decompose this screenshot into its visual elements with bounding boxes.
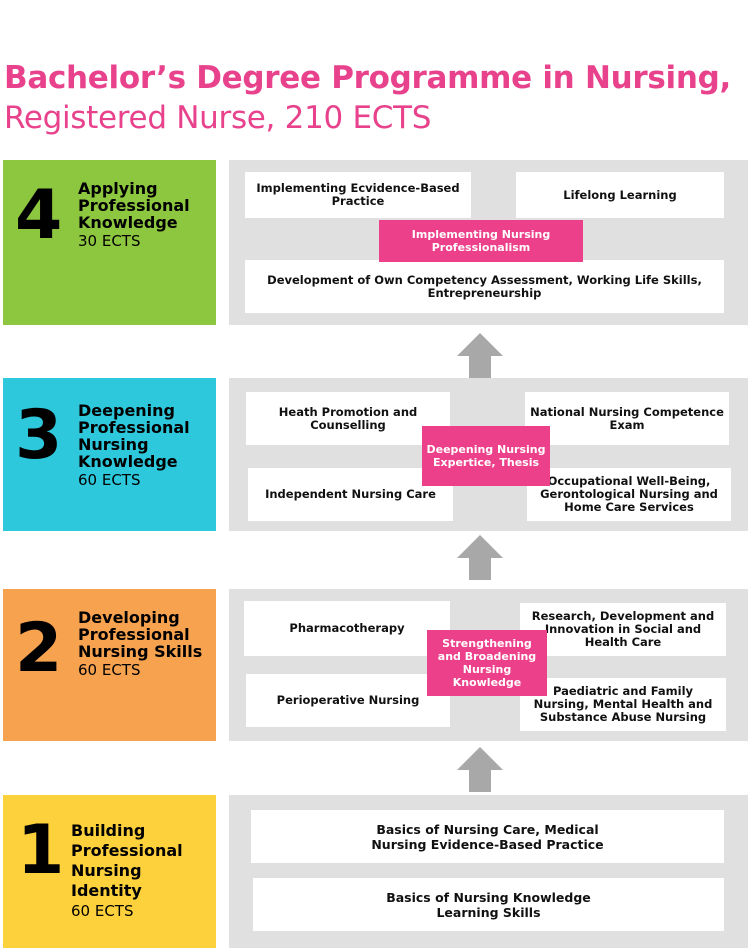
stage-2-core: Strengthening and Broadening Nursing Kno… bbox=[427, 630, 547, 696]
stage-1-panel: Basics of Nursing Care, Medical Nursing … bbox=[229, 795, 748, 948]
stage-4-panel: Implementing Ecvidence-Based Practice Li… bbox=[229, 160, 748, 325]
stage-2-course-4: Paediatric and Family Nursing, Mental He… bbox=[520, 678, 726, 731]
stage-1-name: Building Professional Nursing Identity bbox=[71, 821, 183, 900]
page-title: Bachelor’s Degree Programme in Nursing, bbox=[4, 60, 731, 96]
stage-4-core: Implementing Nursing Professionalism bbox=[379, 220, 583, 262]
stage-2-number: 2 bbox=[15, 609, 63, 688]
stage-2-course-1: Pharmacotherapy bbox=[244, 601, 450, 656]
progress-arrow-2-to-3 bbox=[457, 535, 503, 580]
stage-4-course-2: Lifelong Learning bbox=[516, 172, 724, 218]
stage-3-course-1: Heath Promotion and Counselling bbox=[246, 392, 450, 445]
progress-arrow-1-to-2 bbox=[457, 747, 503, 792]
stage-4-number: 4 bbox=[15, 176, 63, 255]
stage-2-ects: 60 ECTS bbox=[78, 661, 141, 679]
stage-1-ects: 60 ECTS bbox=[71, 902, 134, 920]
stage-1-course-2: Basics of Nursing Knowledge Learning Ski… bbox=[253, 878, 724, 931]
stage-4-course-3: Development of Own Competency Assessment… bbox=[245, 260, 724, 313]
stage-2-course-3: Perioperative Nursing bbox=[246, 674, 450, 727]
stage-3-number: 3 bbox=[15, 396, 63, 475]
stage-4-ects: 30 ECTS bbox=[78, 232, 141, 250]
stage-1-course-1: Basics of Nursing Care, Medical Nursing … bbox=[251, 810, 724, 863]
stage-1-number: 1 bbox=[17, 811, 65, 890]
stage-3-name: Deepening Professional Nursing Knowledge bbox=[78, 401, 190, 471]
stage-2-name: Developing Professional Nursing Skills bbox=[78, 608, 203, 661]
stage-2-block: 2 Developing Professional Nursing Skills… bbox=[3, 589, 216, 741]
stage-1-block: 1 Building Professional Nursing Identity… bbox=[3, 795, 216, 948]
page-subtitle: Registered Nurse, 210 ECTS bbox=[4, 100, 432, 136]
stage-4-block: 4 Applying Professional Knowledge 30 ECT… bbox=[3, 160, 216, 325]
progress-arrow-3-to-4 bbox=[457, 333, 503, 378]
stage-3-ects: 60 ECTS bbox=[78, 471, 141, 489]
stage-3-block: 3 Deepening Professional Nursing Knowled… bbox=[3, 378, 216, 531]
stage-3-course-4: Occupational Well-Being, Gerontological … bbox=[527, 468, 731, 521]
stage-2-panel: Pharmacotherapy Research, Development an… bbox=[229, 589, 748, 741]
stage-3-course-3: Independent Nursing Care bbox=[248, 468, 453, 521]
stage-4-name: Applying Professional Knowledge bbox=[78, 179, 190, 232]
stage-3-course-2: National Nursing Competence Exam bbox=[525, 392, 729, 445]
stage-3-core: Deepening Nursing Expertice, Thesis bbox=[422, 426, 550, 486]
stage-3-panel: Heath Promotion and Counselling National… bbox=[229, 378, 748, 531]
stage-2-course-2: Research, Development and Innovation in … bbox=[520, 603, 726, 656]
stage-4-course-1: Implementing Ecvidence-Based Practice bbox=[245, 172, 471, 218]
